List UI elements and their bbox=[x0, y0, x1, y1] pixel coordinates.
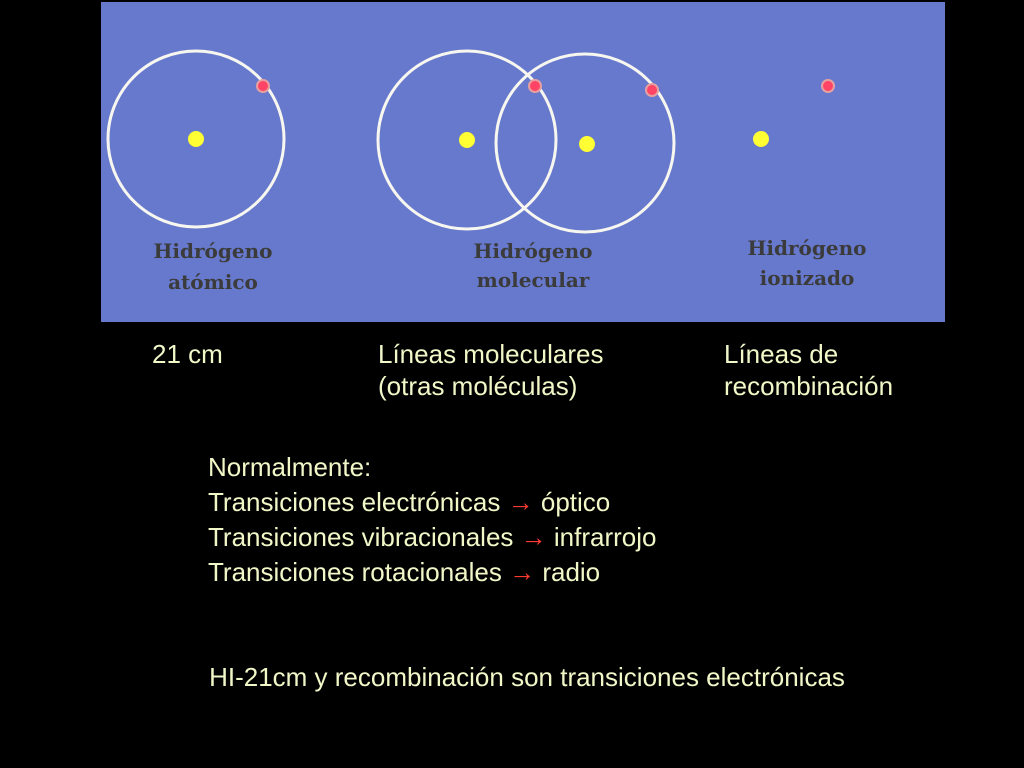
molecular-orbit-left bbox=[376, 49, 558, 231]
ionized-electron bbox=[821, 79, 835, 93]
notes-item-rotational: Transiciones rotacionales → radio bbox=[208, 555, 656, 590]
notes-item-electronic-right: óptico bbox=[540, 487, 611, 517]
right-arrow-icon: → bbox=[507, 487, 534, 517]
column-label-ionized-line2: recombinación bbox=[724, 371, 894, 401]
conclusion-text: HI-21cm y recombinación son transiciones… bbox=[209, 662, 845, 692]
atomic-electron bbox=[256, 79, 270, 93]
atomic-label-line1: Hidrógeno bbox=[154, 239, 273, 263]
molecular-proton-left bbox=[459, 132, 475, 148]
notes-item-electronic: Transiciones electrónicas → óptico bbox=[208, 485, 656, 520]
column-label-molecular: Líneas moleculares (otras moléculas) bbox=[378, 338, 603, 402]
column-label-ionized: Líneas de recombinación bbox=[724, 338, 893, 402]
notes-item-vibrational-right: infrarrojo bbox=[553, 522, 657, 552]
hydrogen-diagram: Hidrógeno atómico Hidrógeno molecular Hi… bbox=[101, 2, 945, 322]
notes-item-vibrational: Transiciones vibracionales → infrarrojo bbox=[208, 520, 656, 555]
column-label-atomic: 21 cm bbox=[152, 338, 223, 370]
molecular-orbit-right bbox=[494, 52, 676, 234]
ionized-label-line1: Hidrógeno bbox=[748, 236, 867, 260]
molecular-label-line2: molecular bbox=[477, 268, 590, 292]
column-label-atomic-line1: 21 cm bbox=[152, 339, 223, 369]
notes-heading: Normalmente: bbox=[208, 452, 372, 482]
atomic-orbit bbox=[106, 49, 286, 229]
notes-item-rotational-right: radio bbox=[542, 557, 601, 587]
notes-item-vibrational-left: Transiciones vibracionales bbox=[208, 522, 514, 552]
atomic-proton bbox=[188, 131, 204, 147]
notes-item-electronic-left: Transiciones electrónicas bbox=[208, 487, 501, 517]
column-label-molecular-line2: (otras moléculas) bbox=[378, 371, 578, 401]
molecular-electron-left bbox=[528, 79, 542, 93]
molecular-electron-right bbox=[645, 83, 659, 97]
molecular-proton-right bbox=[579, 136, 595, 152]
diagram-background bbox=[101, 2, 945, 322]
right-arrow-icon: → bbox=[520, 522, 547, 552]
notes-item-rotational-left: Transiciones rotacionales bbox=[208, 557, 502, 587]
hydrogen-diagram-svg: Hidrógeno atómico Hidrógeno molecular Hi… bbox=[101, 2, 945, 322]
molecular-label-line1: Hidrógeno bbox=[474, 239, 593, 263]
ionized-proton bbox=[753, 131, 769, 147]
column-label-molecular-line1: Líneas moleculares bbox=[378, 339, 604, 369]
column-label-ionized-line1: Líneas de bbox=[724, 339, 839, 369]
right-arrow-icon: → bbox=[509, 557, 536, 587]
ionized-label-line2: ionizado bbox=[760, 266, 855, 290]
transitions-notes: Normalmente: Transiciones electrónicas →… bbox=[208, 450, 656, 590]
atomic-label-line2: atómico bbox=[168, 270, 258, 294]
